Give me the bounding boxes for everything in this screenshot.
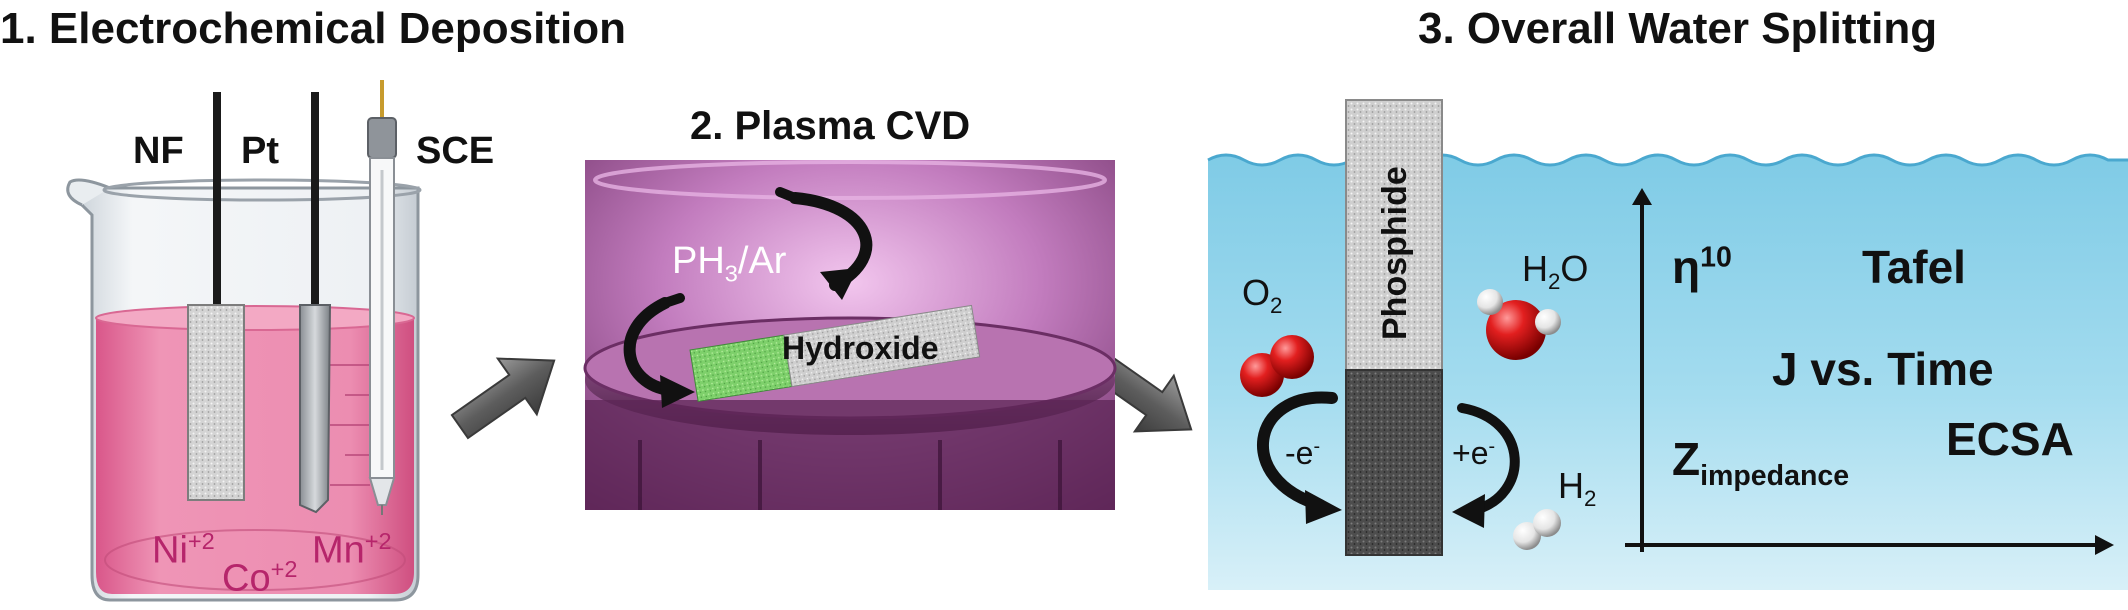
j-vs-time-metric: J vs. Time: [1772, 343, 1994, 395]
ni-ion-label: Ni+2: [152, 528, 215, 572]
co-ion-label: Co+2: [222, 556, 298, 600]
plasma-gas-label: PH3/Ar: [672, 240, 787, 287]
cathode-electron-label: +e-: [1452, 435, 1496, 471]
h2o-label: H2O: [1522, 248, 1589, 295]
step3-title: 3. Overall Water Splitting: [1418, 4, 1938, 53]
phosphide-electrode-label: Phosphide: [1376, 166, 1414, 340]
ecsa-metric: ECSA: [1946, 413, 2074, 465]
pt-electrode-label: Pt: [241, 130, 279, 172]
o2-label: O2: [1242, 272, 1283, 319]
sce-electrode-label: SCE: [416, 130, 495, 172]
step2-title: 2. Plasma CVD: [690, 104, 971, 148]
nf-electrode-label: NF: [133, 130, 184, 172]
tafel-metric: Tafel: [1862, 241, 1966, 293]
hydroxide-sample-label: Hydroxide: [782, 330, 939, 366]
anode-electron-label: -e-: [1285, 435, 1321, 471]
beaker-diagram: [66, 80, 422, 602]
step1-title: 1. Electrochemical Deposition: [0, 4, 626, 53]
impedance-metric: Zimpedance: [1672, 433, 1850, 493]
mn-ion-label: Mn+2: [312, 528, 392, 572]
overpotential-metric: η10: [1672, 241, 1732, 293]
h2-label: H2: [1558, 465, 1597, 512]
